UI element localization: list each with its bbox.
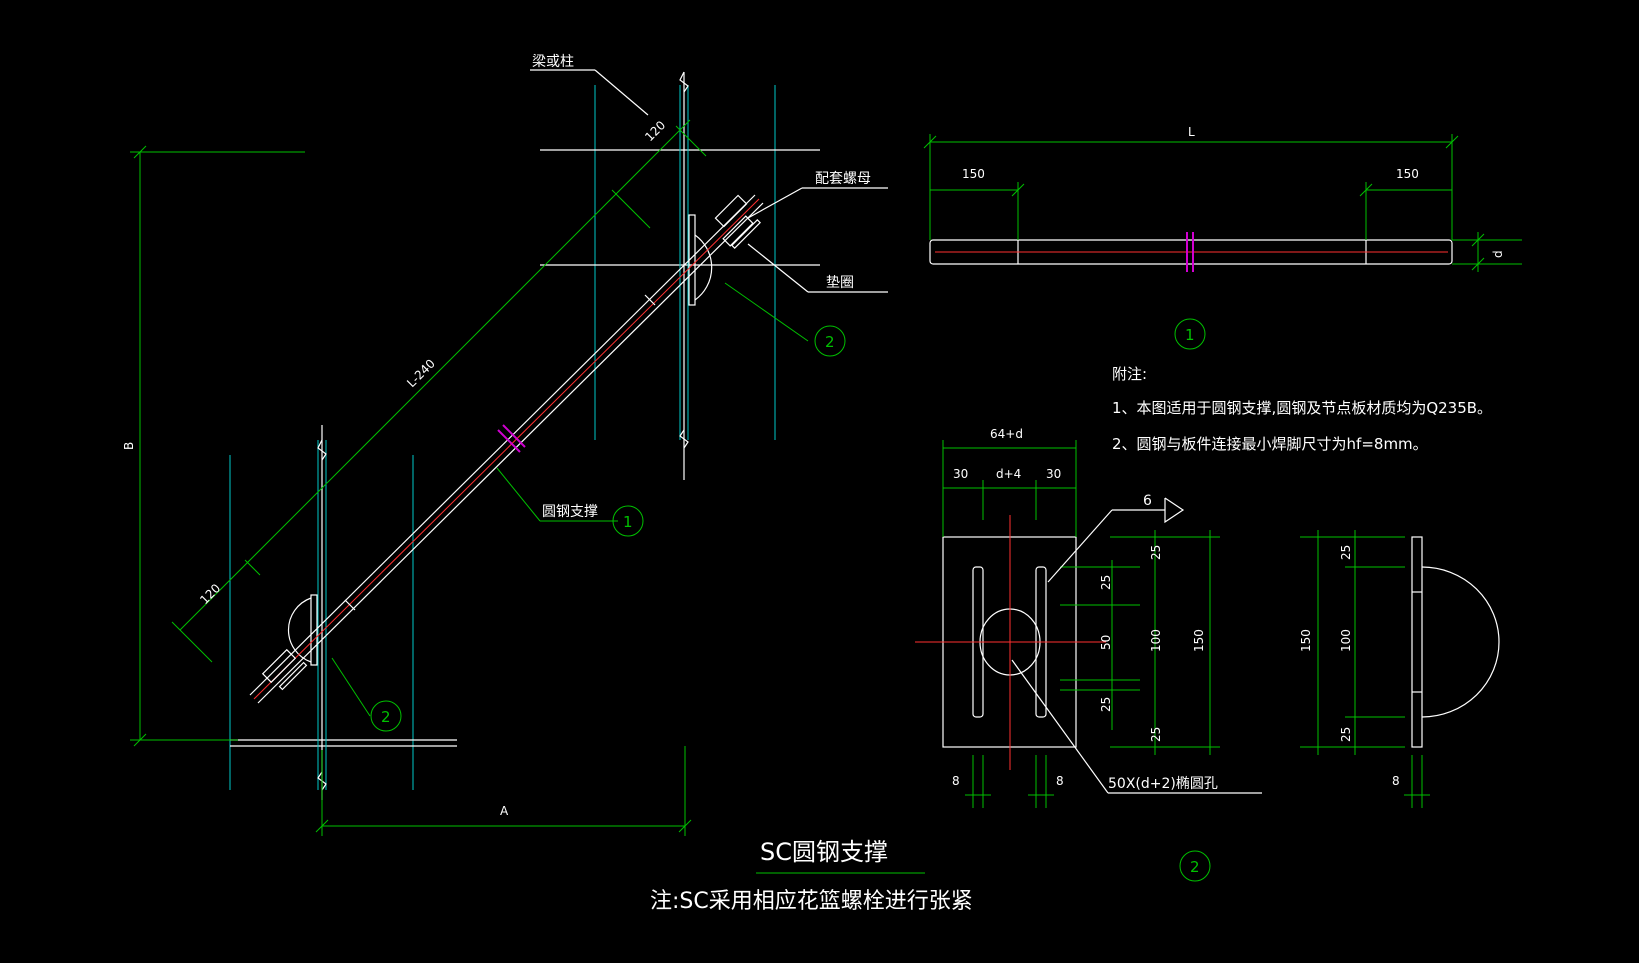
bottom-gusset-plate <box>287 594 318 666</box>
label-washer: 垫圈 <box>826 275 854 291</box>
dim-plate-150: 150 <box>1192 629 1206 652</box>
callout-2a: 2 <box>825 333 835 351</box>
dim-rod-end-right: 150 <box>1396 167 1419 181</box>
dim-plate-30-right: 30 <box>1046 467 1061 481</box>
dim-B-label: B <box>122 442 136 450</box>
dim-side-25a: 25 <box>1339 545 1353 560</box>
dim-side-100: 100 <box>1339 629 1353 652</box>
rod-detail: L 150 150 d 1 <box>923 125 1522 350</box>
top-nut-washer <box>714 194 761 249</box>
top-column <box>540 71 820 480</box>
dim-plate-50: 50 <box>1099 635 1113 650</box>
weld-size-label: 6 <box>1143 493 1152 509</box>
label-slotted-hole: 50X(d+2)椭圆孔 <box>1108 776 1218 792</box>
bottom-nut-washer <box>261 648 308 691</box>
dimension-B <box>130 145 305 747</box>
title-block: SC圆钢支撑 注:SC采用相应花篮螺栓进行张紧 <box>650 838 973 914</box>
note-1: 1、本图适用于圆钢支撑,圆钢及节点板材质均为Q235B。 <box>1112 399 1492 417</box>
dim-side-8: 8 <box>1392 774 1400 788</box>
dim-plate-8-left: 8 <box>952 774 960 788</box>
dim-plate-width: 64+d <box>990 427 1023 441</box>
dim-side-25b: 25 <box>1339 727 1353 742</box>
note-2: 2、圆钢与板件连接最小焊脚尺寸为hf=8mm。 <box>1112 435 1428 453</box>
dim-rod-L: L <box>1188 125 1195 139</box>
callout-2c: 2 <box>1190 858 1200 876</box>
dim-plate-8-right: 8 <box>1056 774 1064 788</box>
dim-plate-25c: 25 <box>1149 545 1163 560</box>
callout-circle-2b <box>370 700 402 732</box>
notes-block: 附注: 1、本图适用于圆钢支撑,圆钢及节点板材质均为Q235B。 2、圆钢与板件… <box>1112 365 1492 453</box>
label-round-bar-brace: 圆钢支撑 <box>542 504 598 520</box>
callout-circle-1a <box>612 505 644 537</box>
leader-beam-or-column <box>530 69 649 116</box>
callout-circle-2a <box>814 325 846 357</box>
round-bar-brace-rod <box>249 194 764 704</box>
dim-plate-100: 100 <box>1149 629 1163 652</box>
leader-bottom-plate <box>331 657 402 732</box>
plate-detail-front: 64+d 30 d+4 30 25 50 25 25 100 25 150 8 … <box>915 427 1262 882</box>
notes-heading: 附注: <box>1112 365 1147 383</box>
dim-plate-30-left: 30 <box>953 467 968 481</box>
dimension-diagonal <box>171 119 707 663</box>
leader-washer <box>747 243 888 293</box>
callout-1b: 1 <box>1185 326 1195 344</box>
plate-detail-side: 150 25 100 25 8 <box>1299 530 1500 808</box>
dimension-A <box>315 746 692 836</box>
dim-rod-d: d <box>1491 250 1505 258</box>
dim-plate-d4: d+4 <box>996 467 1021 481</box>
callout-circle-2c <box>1179 850 1211 882</box>
dim-plate-25d: 25 <box>1149 727 1163 742</box>
leader-nut <box>747 187 888 219</box>
drawing-title: SC圆钢支撑 <box>760 838 888 866</box>
dim-plate-25a: 25 <box>1099 575 1113 590</box>
callout-circle-1b <box>1174 318 1206 350</box>
drawing-subtitle: 注:SC采用相应花篮螺栓进行张紧 <box>650 889 973 914</box>
dim-side-150: 150 <box>1299 629 1313 652</box>
dim-rod-end-left: 150 <box>962 167 985 181</box>
callout-1a: 1 <box>623 513 633 531</box>
callout-2b: 2 <box>381 708 391 726</box>
leader-brace <box>496 467 644 537</box>
label-nut: 配套螺母 <box>815 171 871 187</box>
dim-plate-25b: 25 <box>1099 697 1113 712</box>
leader-top-plate <box>724 282 846 357</box>
label-beam-or-column: 梁或柱 <box>532 54 574 70</box>
dim-A-label: A <box>500 804 509 818</box>
